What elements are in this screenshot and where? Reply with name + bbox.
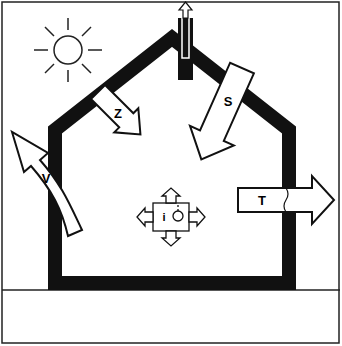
chimney bbox=[178, 18, 193, 80]
flow-letter: T bbox=[258, 194, 266, 207]
loss-arrow bbox=[12, 132, 82, 236]
wall-wave bbox=[284, 188, 288, 212]
icon-letter: i bbox=[162, 212, 165, 223]
house-outline bbox=[55, 38, 289, 283]
flue-line bbox=[182, 14, 189, 58]
flow-letter: V bbox=[42, 172, 51, 185]
flow-letter: S bbox=[224, 95, 233, 108]
sun-symbol bbox=[34, 18, 102, 82]
flue-arrow bbox=[179, 2, 192, 18]
flow-letter: Z bbox=[114, 107, 122, 120]
solar-gain-arrow bbox=[86, 80, 152, 146]
ventilation-arrow bbox=[179, 58, 264, 169]
internal-heat-symbol bbox=[137, 188, 205, 246]
frame bbox=[2, 2, 339, 343]
transmission-arrow bbox=[238, 176, 334, 224]
